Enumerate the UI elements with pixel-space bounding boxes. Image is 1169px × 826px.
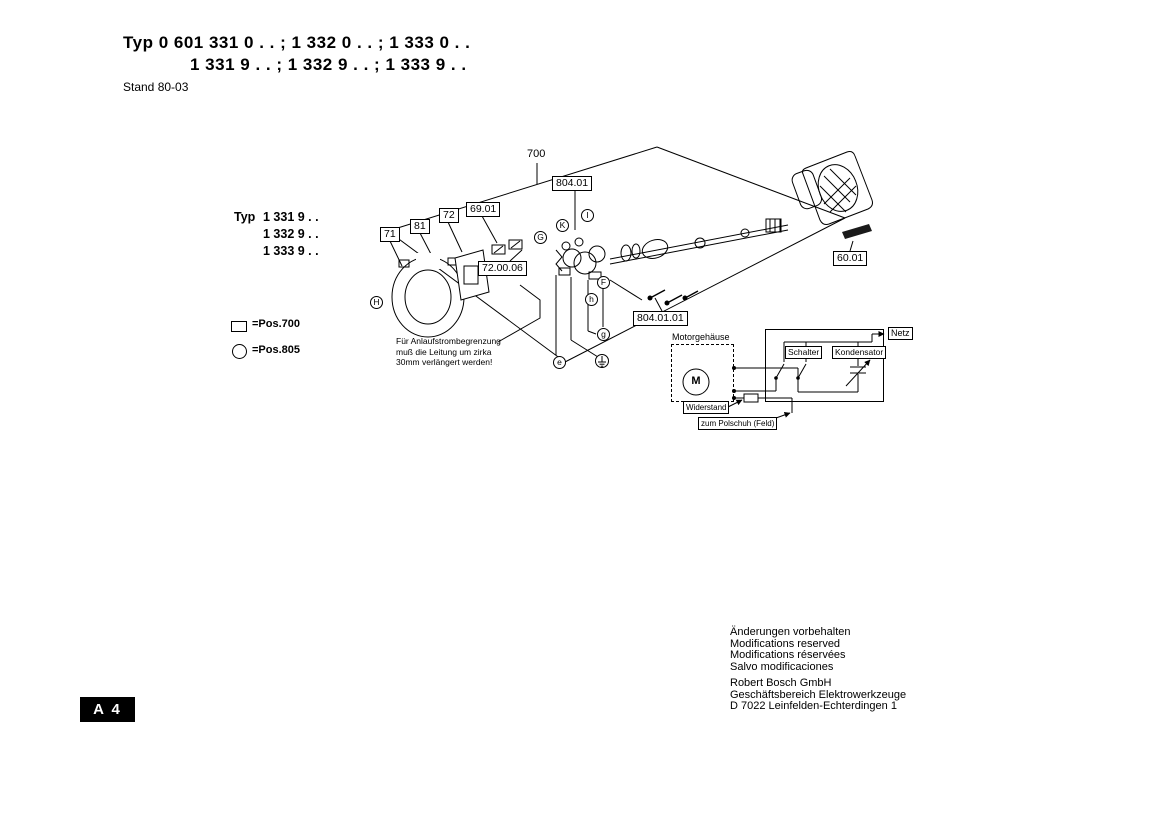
screws [647,290,699,306]
ref-letter-i: I [581,209,594,222]
part-label-804-01: 804.01 [552,176,593,191]
part-label-60-01: 60.01 [833,251,868,266]
legend-square-symbol [231,321,247,332]
motorgehaeuse-label: Motorgehäuse [672,332,730,343]
part-label-700: 700 [527,148,546,160]
note-line-2: muß die Leitung um zirka [396,346,492,357]
notice-de: Änderungen vorbehalten [730,626,851,638]
motor-housing-box [671,344,734,402]
ref-letter-e: e [553,356,566,369]
ground-symbol [596,355,609,368]
part-label-72: 72 [439,208,459,223]
ref-letter-g-upper: G [534,231,547,244]
motor-housing [802,152,872,225]
armature-assembly [556,238,605,279]
variant-line-2: 1 332 9 . . [263,227,319,241]
drive-shaft [610,219,788,264]
notice-fr: Modifications réservées [730,649,846,661]
variant-line-1: 1 331 9 . . [263,210,319,224]
motor-symbol-letter: M [691,375,701,387]
motor-symbol-circle [683,369,709,395]
type-number-line2: 1 331 9 . . ; 1 332 9 . . ; 1 333 9 . . [190,55,467,74]
company-location: D 7022 Leinfelden-Echterdingen 1 [730,700,897,712]
kondensator-label: Kondensator [832,346,887,359]
resistor-symbol [734,394,792,413]
legend-circle-label: =Pos.805 [252,344,301,356]
lead-wires [498,275,642,357]
note-line-1: Für Anlaufstrombegrenzung [396,336,501,346]
carbon-brushes [492,240,522,254]
ref-letter-h: h [585,293,598,306]
gasket [790,168,823,210]
ref-letter-f: F [597,276,610,289]
brush-part-60-01 [842,224,872,239]
note-line-3: 30mm verlängert werden! [396,357,493,367]
variant-typ-label: Typ [234,210,256,224]
part-label-69-01: 69.01 [466,202,501,217]
ref-letter-g: g [597,328,610,341]
schalter-label: Schalter [785,346,823,359]
variant-line-3: 1 333 9 . . [263,244,319,258]
switch-capacitor-box [765,329,884,402]
typ-label: Typ [123,33,154,52]
stator-housing [392,253,464,337]
legend-square-label: =Pos.700 [252,318,301,330]
widerstand-label: Widerstand [683,401,730,414]
leader-lines [390,190,853,311]
part-label-804-01-01: 804.01.01 [633,311,688,326]
company-address: Robert Bosch GmbH Geschäftsbereich Elekt… [730,677,907,713]
modification-notices: Änderungen vorbehalten Modifications res… [730,626,851,673]
ref-letter-h-upper: H [370,296,383,309]
part-label-72-00-06: 72.00.06 [478,261,527,276]
startup-current-note: Für Anlaufstrombegrenzung muß die Leitun… [396,336,501,368]
polschuh-label: zum Polschuh (Feld) [698,417,778,430]
notice-es: Salvo modificaciones [730,660,834,673]
type-number-line1: Typ 0 601 331 0 . . ; 1 332 0 . . ; 1 33… [123,33,470,53]
typ-numbers-1: 0 601 331 0 . . ; 1 332 0 . . ; 1 333 0 … [158,33,471,52]
outline-box [388,147,845,362]
sheet-code-badge: A 4 [80,697,135,722]
ref-letter-k: K [556,219,569,232]
company-division: Geschäftsbereich Elektrowerkzeuge [730,688,907,701]
widerstand-arrow [728,400,743,407]
stand-revision: Stand 80-03 [123,80,189,94]
legend-circle-symbol [232,344,247,359]
netz-label: Netz [888,327,913,340]
part-label-71: 71 [380,227,400,242]
part-label-81: 81 [410,219,430,234]
notice-en: Modifications reserved [730,637,841,650]
company-name: Robert Bosch GmbH [730,677,832,689]
